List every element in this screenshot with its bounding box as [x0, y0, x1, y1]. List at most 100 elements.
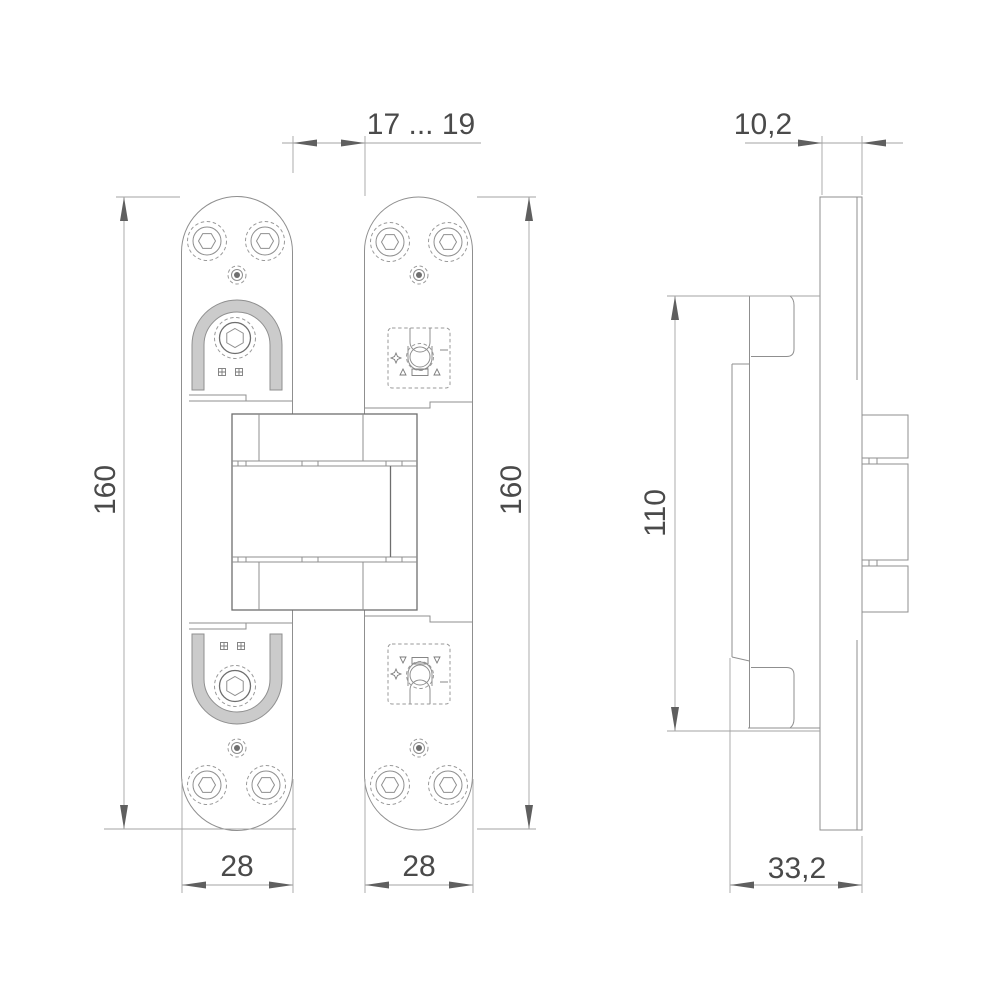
hex-socket-icon [226, 327, 244, 349]
brand-mark-icon [220, 642, 245, 650]
screw-hole [428, 222, 468, 262]
adjustment-arrow-icon [399, 656, 441, 665]
arrow-right-icon [269, 881, 293, 889]
arrow-down-icon [671, 707, 679, 731]
dimension-body-height: 110 [639, 295, 820, 732]
pivot-boss [218, 321, 252, 355]
side-plate [819, 196, 863, 831]
hinge-body-band-lines [232, 460, 417, 563]
small-screw-hole [227, 265, 247, 285]
arrow-down-icon [120, 805, 128, 829]
adjustment-star-icon [389, 667, 403, 681]
screw-hole [245, 221, 285, 261]
hex-socket-icon [255, 233, 275, 249]
dimension-label: 160 [495, 465, 528, 515]
brand-mark-icon [218, 368, 243, 376]
hinge-body-outline [231, 413, 418, 611]
side-body-fillet [751, 295, 795, 357]
right-mounting-plate [364, 196, 473, 831]
pivot-arm [191, 633, 283, 725]
side-body-fillet [751, 667, 795, 729]
adjustment-screw [409, 664, 431, 686]
hex-socket-icon [256, 777, 276, 793]
screw-hole [187, 221, 227, 261]
dimensions: 160 160 17 ... 19 28 28 [89, 108, 903, 893]
side-body-profile [731, 295, 820, 729]
hinge-body-edges [258, 414, 364, 610]
front-view [181, 196, 473, 831]
right-plate-outline [364, 196, 473, 831]
plate-step-line [364, 615, 473, 623]
arrow-right-icon [449, 881, 473, 889]
arrow-right-icon [838, 881, 862, 889]
plate-step-line [364, 401, 473, 409]
hex-socket-icon [380, 777, 400, 793]
dimension-label: 110 [639, 489, 672, 537]
left-plate-outline [181, 196, 293, 831]
dimension-label: 10,2 [734, 108, 792, 141]
small-screw-hole [409, 265, 429, 285]
dimension-plate-width-right: 28 [364, 779, 474, 893]
plate-step-line [189, 622, 293, 630]
dimension-label: 17 ... 19 [367, 108, 475, 141]
pivot-boss [218, 669, 252, 703]
knuckle-blocks [861, 414, 909, 613]
dimension-label: 28 [220, 850, 253, 883]
adjuster-cradle [407, 661, 433, 686]
screw-hole [370, 765, 410, 805]
top-pivot-pocket [191, 299, 283, 391]
dimension-plate-thickness: 10,2 [734, 108, 903, 195]
bottom-pivot-pocket [191, 633, 283, 725]
bottom-adjustment-pocket [387, 643, 451, 705]
adjustment-screw [409, 346, 431, 368]
hex-socket-icon [226, 675, 244, 697]
hex-socket-icon [438, 234, 458, 250]
arrow-right-icon [798, 139, 822, 147]
top-adjustment-pocket [387, 327, 451, 389]
plate-step-line [189, 394, 293, 402]
dimension-label: 33,2 [768, 852, 826, 885]
side-plate-outline [819, 196, 863, 831]
hex-socket-icon [438, 777, 458, 793]
adjustment-arrow-icon [399, 367, 441, 376]
small-screw-hole [227, 738, 247, 758]
hex-socket-icon [380, 234, 400, 250]
adjustment-star-icon [389, 351, 403, 365]
knuckle-block [861, 463, 909, 561]
screw-hole [246, 765, 286, 805]
knuckle-block [861, 565, 909, 613]
arrow-right-icon [341, 139, 365, 147]
hex-socket-icon [197, 777, 217, 793]
dimension-plate-width-left: 28 [181, 779, 294, 893]
arrow-up-icon [525, 197, 533, 221]
small-screw-hole [409, 738, 429, 758]
side-view [731, 196, 909, 831]
arrow-left-icon [293, 139, 317, 147]
dimension-height-left: 160 [89, 196, 296, 830]
arrow-left-icon [730, 881, 754, 889]
arrow-left-icon [862, 139, 886, 147]
hex-socket-icon [197, 233, 217, 249]
dimension-gap: 17 ... 19 [282, 108, 481, 196]
arrow-left-icon [365, 881, 389, 889]
adjuster-slot [409, 328, 431, 353]
knuckle-block [861, 414, 909, 459]
arrow-up-icon [120, 197, 128, 221]
pivot-arm [191, 299, 283, 391]
adjuster-slot [409, 679, 431, 704]
dimension-total-depth: 33,2 [729, 658, 863, 893]
screw-hole [187, 765, 227, 805]
arrow-down-icon [525, 805, 533, 829]
screw-hole [428, 765, 468, 805]
screw-hole [370, 222, 410, 262]
hinge-body [231, 413, 418, 611]
arrow-up-icon [671, 296, 679, 320]
dimension-label: 160 [89, 465, 122, 515]
left-mounting-plate [181, 196, 293, 831]
dimension-height-right: 160 [477, 196, 536, 830]
adjuster-cradle [407, 346, 433, 371]
hinge-body-ticks [237, 461, 403, 562]
arrow-left-icon [182, 881, 206, 889]
